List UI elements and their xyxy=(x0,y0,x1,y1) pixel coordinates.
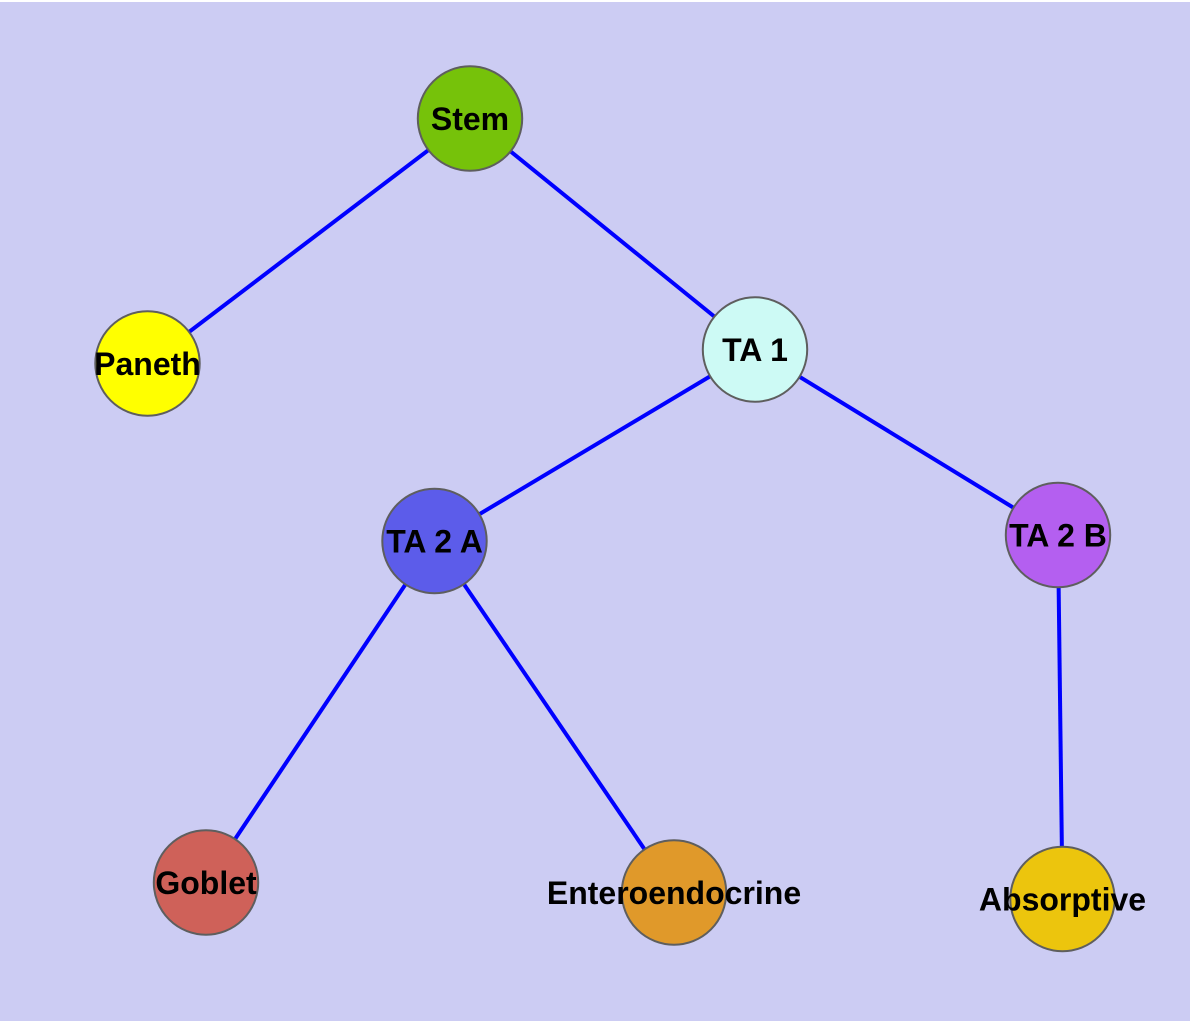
edges-layer xyxy=(146,116,1065,900)
node-label-absorptive: Absorptive xyxy=(979,881,1146,917)
edge-ta1-ta2b xyxy=(753,347,1060,537)
edge-ta1-ta2a xyxy=(433,347,757,543)
node-label-stem: Stem xyxy=(431,101,509,137)
edge-ta2a-enteroendocrine xyxy=(432,539,676,894)
edge-stem-ta1 xyxy=(468,116,757,352)
node-label-ta2b: TA 2 B xyxy=(1009,517,1107,553)
node-label-enteroendocrine: Enteroendocrine xyxy=(547,875,801,911)
node-label-ta2a: TA 2 A xyxy=(386,523,483,559)
node-ta2b xyxy=(1004,481,1112,589)
node-ta2a xyxy=(381,487,488,595)
node-ta1 xyxy=(701,296,809,403)
edge-stem-paneth xyxy=(146,116,472,366)
node-absorptive xyxy=(1009,845,1116,953)
node-goblet xyxy=(152,829,260,936)
node-enteroendocrine xyxy=(620,839,728,946)
edge-ta2a-goblet xyxy=(204,539,437,884)
node-label-ta1: TA 1 xyxy=(722,332,788,368)
node-paneth xyxy=(94,310,201,417)
node-stem xyxy=(416,65,524,172)
edge-ta2b-absorptive xyxy=(1056,534,1065,900)
node-label-paneth: Paneth xyxy=(94,346,201,382)
node-label-goblet: Goblet xyxy=(155,865,257,901)
